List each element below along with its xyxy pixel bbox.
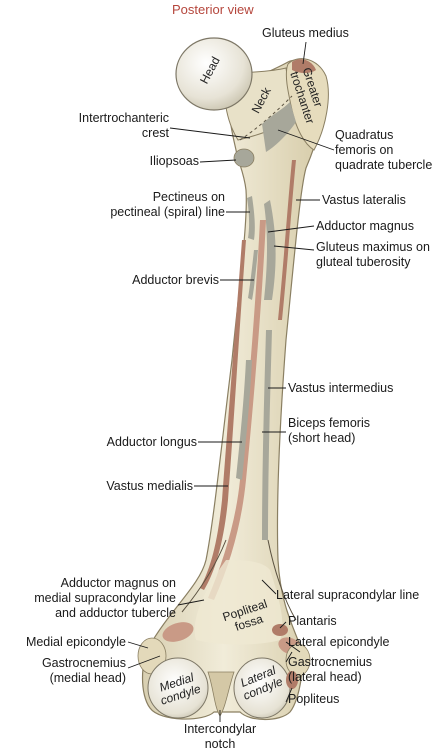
diagram-title: Posterior view xyxy=(172,2,254,17)
label-adductor-brevis: Adductor brevis xyxy=(132,273,219,287)
femoral-head xyxy=(175,37,253,111)
label-intertrochanteric-crest: Intertrochanteric crest xyxy=(78,111,169,140)
pectineus-attachment xyxy=(247,196,255,240)
biceps-femoris-attachment xyxy=(262,330,272,540)
leader-gluteus-medius xyxy=(302,41,307,65)
leader-iliopsoas xyxy=(199,159,237,163)
label-popliteus: Popliteus xyxy=(288,692,340,706)
label-lateral-supracondylar-line: Lateral supracondylar line xyxy=(276,588,420,602)
label-medial-epicondyle: Medial epicondyle xyxy=(25,635,126,649)
label-biceps-femoris: Biceps femoris (short head) xyxy=(288,416,370,445)
leader-intertrochanteric-crest xyxy=(169,127,251,139)
iliopsoas-attachment xyxy=(233,148,255,168)
label-lateral-epicondyle: Lateral epicondyle xyxy=(288,635,390,649)
gluteus-maximus-attachment xyxy=(264,200,276,300)
label-iliopsoas: Iliopsoas xyxy=(149,154,199,168)
leader-gastrocnemius-lateral xyxy=(285,651,293,663)
greater-trochanter xyxy=(285,58,329,151)
label-adductor-magnus: Adductor magnus xyxy=(316,219,414,233)
leader-gastrocnemius-medial xyxy=(127,655,161,669)
plantaris-attachment xyxy=(272,624,288,636)
leader-quadratus-femoris xyxy=(277,129,335,151)
medial-supracondylar-line xyxy=(181,539,227,613)
label-vastus-lateralis: Vastus lateralis xyxy=(322,193,406,207)
popliteus-attachment xyxy=(286,671,298,689)
leader-adductor-magnus-medial xyxy=(177,599,205,606)
leader-gluteus-maximus xyxy=(273,245,315,251)
leader-medial-epicondyle xyxy=(127,641,149,649)
adductor-longus-attachment xyxy=(236,360,252,480)
label-intercondylar-notch: Intercondylar notch xyxy=(183,722,257,751)
label-gluteus-medius: Gluteus medius xyxy=(262,26,349,40)
leader-lateral-supracondylar-line xyxy=(261,579,277,595)
label-gastrocnemius-lateral: Gastrocnemius (lateral head) xyxy=(288,655,373,684)
lateral-supracondylar-line xyxy=(267,539,297,621)
adductor-magnus-attachment xyxy=(208,220,266,600)
vastus-lateralis-attachment xyxy=(278,160,296,320)
label-gluteus-maximus: Gluteus maximus on gluteal tuberosity xyxy=(316,240,430,269)
label-adductor-longus: Adductor longus xyxy=(106,435,197,449)
leader-popliteus xyxy=(285,687,293,703)
leader-plantaris xyxy=(279,621,287,629)
label-plantaris: Plantaris xyxy=(288,614,337,628)
quadratus-femoris-attachment xyxy=(262,102,296,152)
vastus-medialis-attachment xyxy=(200,240,246,590)
gastrocnemius-medial-attachment xyxy=(162,622,194,642)
adductor-brevis-attachment xyxy=(248,250,258,300)
intertrochanteric-crest xyxy=(239,95,293,141)
leader-adductor-magnus xyxy=(267,225,315,233)
label-vastus-intermedius: Vastus intermedius xyxy=(288,381,394,395)
label-adductor-magnus-medial: Adductor magnus on medial supracondylar … xyxy=(34,576,176,620)
label-vastus-medialis: Vastus medialis xyxy=(106,479,193,493)
medial-condyle xyxy=(147,657,209,719)
label-gastrocnemius-medial: Gastrocnemius (medial head) xyxy=(41,656,126,685)
label-quadratus-femoris: Quadratus femoris on quadrate tubercle xyxy=(335,128,433,172)
label-pectineus: Pectineus on pectineal (spiral) line xyxy=(110,190,225,219)
leader-lateral-epicondyle xyxy=(285,641,301,653)
leader-lines xyxy=(127,41,335,722)
popliteal-fossa xyxy=(194,560,283,645)
gluteus-medius-attachment xyxy=(292,59,316,73)
